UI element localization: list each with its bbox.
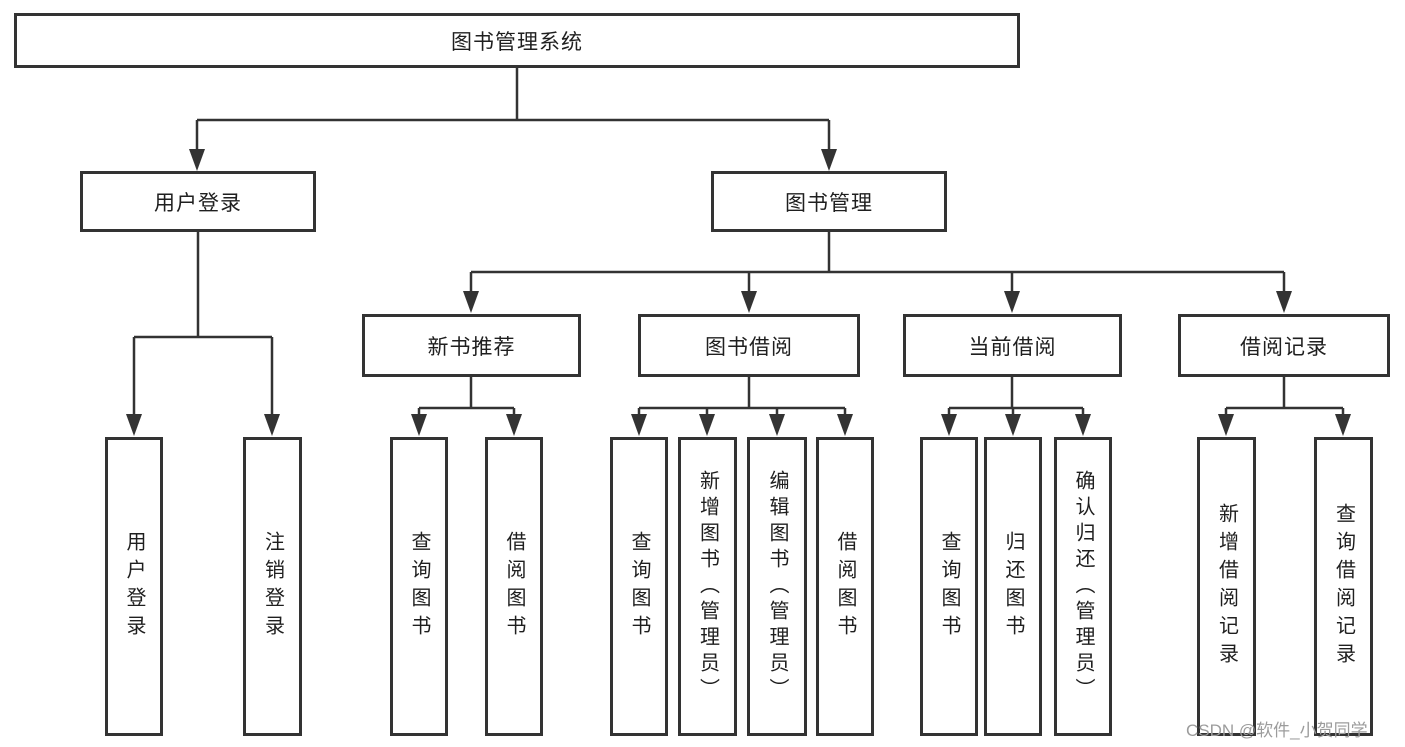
leaf-nb-query-books-label: 查询图书 — [408, 530, 430, 643]
leaf-logout-label: 注销登录 — [261, 530, 284, 643]
node-new-book-recommend: 新书推荐 — [362, 314, 581, 377]
leaf-cur-query-books: 查询图书 — [920, 437, 978, 736]
leaf-nb-query-books: 查询图书 — [390, 437, 448, 736]
node-borrow-records: 借阅记录 — [1178, 314, 1390, 377]
leaf-cur-return-books: 归还图书 — [984, 437, 1042, 736]
leaf-cur-confirm-return: 确认归还（管理员） — [1054, 437, 1112, 736]
leaf-bw-add-books: 新增图书（管理员） — [678, 437, 737, 736]
node-user-login-label: 用户登录 — [154, 191, 242, 215]
node-borrow-records-label: 借阅记录 — [1240, 335, 1328, 359]
node-book-borrow: 图书借阅 — [638, 314, 860, 377]
leaf-rec-add-record: 新增借阅记录 — [1197, 437, 1256, 736]
leaf-bw-borrow-books: 借阅图书 — [816, 437, 874, 736]
node-root-label: 图书管理系统 — [451, 30, 583, 54]
leaf-rec-query-record: 查询借阅记录 — [1314, 437, 1373, 736]
leaf-bw-borrow-books-label: 借阅图书 — [834, 530, 856, 643]
leaf-user-login-label: 用户登录 — [123, 530, 145, 643]
leaf-cur-query-books-label: 查询图书 — [938, 530, 960, 643]
leaf-bw-edit-books-label: 编辑图书（管理员） — [766, 469, 788, 704]
node-current-borrow: 当前借阅 — [903, 314, 1122, 377]
csdn-watermark: CSDN @软件_小贺同学 — [1186, 721, 1368, 740]
node-user-login: 用户登录 — [80, 171, 316, 232]
leaf-rec-query-record-label: 查询借阅记录 — [1332, 502, 1355, 671]
node-new-book-recommend-label: 新书推荐 — [427, 335, 516, 359]
node-book-management: 图书管理 — [711, 171, 947, 232]
node-current-borrow-label: 当前借阅 — [968, 335, 1057, 359]
leaf-bw-edit-books: 编辑图书（管理员） — [747, 437, 807, 736]
leaf-logout: 注销登录 — [243, 437, 302, 736]
leaf-cur-return-books-label: 归还图书 — [1002, 530, 1024, 643]
leaf-bw-query-books-label: 查询图书 — [628, 530, 650, 643]
arrowheads — [126, 149, 1351, 436]
node-root: 图书管理系统 — [14, 13, 1020, 68]
leaf-bw-query-books: 查询图书 — [610, 437, 668, 736]
node-book-borrow-label: 图书借阅 — [705, 335, 793, 359]
leaf-rec-add-record-label: 新增借阅记录 — [1215, 502, 1238, 671]
leaf-cur-confirm-return-label: 确认归还（管理员） — [1072, 469, 1094, 704]
leaf-nb-borrow-books: 借阅图书 — [485, 437, 543, 736]
leaf-bw-add-books-label: 新增图书（管理员） — [696, 469, 719, 704]
leaf-user-login: 用户登录 — [105, 437, 163, 736]
node-book-management-label: 图书管理 — [785, 191, 873, 215]
leaf-nb-borrow-books-label: 借阅图书 — [503, 530, 525, 643]
